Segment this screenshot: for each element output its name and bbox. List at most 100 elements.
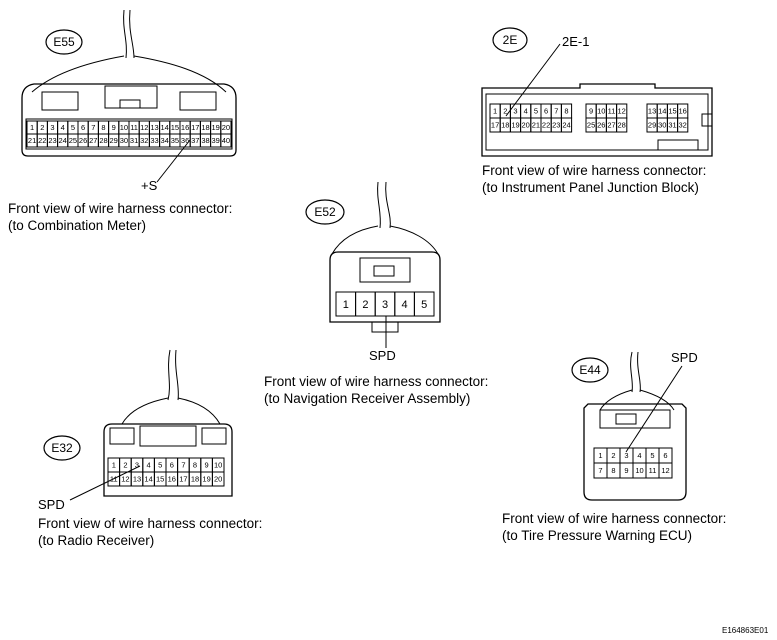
pin-number: 11 xyxy=(608,107,616,116)
e32-leader-line xyxy=(69,465,141,501)
e52-wire xyxy=(377,181,381,229)
e52-caption-line1: Front view of wire harness connector: xyxy=(264,374,489,389)
e52-wire xyxy=(385,181,391,229)
pin-cell xyxy=(616,117,628,133)
pin-number: 18 xyxy=(191,475,199,484)
pin-number: 15 xyxy=(171,123,179,132)
pin-cell xyxy=(413,291,435,317)
pin-number: 13 xyxy=(133,475,141,484)
pin-number: 16 xyxy=(181,123,189,132)
e52-wire xyxy=(331,225,379,255)
pin-number: 5 xyxy=(534,107,538,116)
figure-code: E164863E01 xyxy=(722,626,769,635)
pin-number: 27 xyxy=(89,136,97,145)
pin-number: 15 xyxy=(668,107,676,116)
e55-id-bubble xyxy=(45,29,83,55)
pin-number: 24 xyxy=(59,136,67,145)
2e-callout-label: 2E-1 xyxy=(562,34,590,49)
pin-number: 33 xyxy=(150,136,158,145)
pin-number: 32 xyxy=(140,136,148,145)
pin-number: 10 xyxy=(120,123,128,132)
e44-lock-tab xyxy=(615,413,637,425)
pin-number: 19 xyxy=(212,123,220,132)
e32-wire xyxy=(177,397,221,425)
pin-number: 32 xyxy=(679,121,687,130)
e44-id: E44 xyxy=(579,363,601,377)
pin-number: 9 xyxy=(205,461,209,470)
e55-terminal-label: +S xyxy=(141,178,158,193)
pin-number: 17 xyxy=(191,123,199,132)
pin-number: 14 xyxy=(161,123,169,132)
pin-number: 9 xyxy=(589,107,593,116)
2e-caption-line1: Front view of wire harness connector: xyxy=(482,163,707,178)
2e-id-bubble xyxy=(492,27,528,53)
pin-number: 12 xyxy=(121,475,129,484)
pin-number: 4 xyxy=(524,107,528,116)
pin-number: 25 xyxy=(587,121,595,130)
pin-number: 26 xyxy=(597,121,605,130)
e32-housing xyxy=(103,423,233,497)
e32-id-bubble xyxy=(43,435,81,461)
pin-number: 2 xyxy=(123,461,127,470)
pin-number: 36 xyxy=(181,136,189,145)
pin-number: 20 xyxy=(522,121,530,130)
pin-number: 23 xyxy=(48,136,56,145)
e44-id-bubble xyxy=(571,357,609,383)
pin-number: 6 xyxy=(544,107,548,116)
pin-number: 19 xyxy=(202,475,210,484)
pin-number: 12 xyxy=(140,123,148,132)
pin-number: 15 xyxy=(156,475,164,484)
pin-number: 5 xyxy=(71,123,75,132)
pin-number: 4 xyxy=(637,451,641,460)
e44-caption-line1: Front view of wire harness connector: xyxy=(502,511,727,526)
2e-leader-line xyxy=(505,43,561,117)
pin-number: 1 xyxy=(598,451,602,460)
pin-number: 30 xyxy=(658,121,666,130)
pin-number: 16 xyxy=(168,475,176,484)
pin-number: 8 xyxy=(564,107,568,116)
2e-housing xyxy=(481,83,713,157)
e44-wire xyxy=(639,389,675,411)
pin-number: 27 xyxy=(607,121,615,130)
e55-housing xyxy=(21,83,237,157)
e32-wire xyxy=(175,349,179,401)
pin-number: 12 xyxy=(618,107,626,116)
pin-number: 40 xyxy=(222,136,230,145)
e52-id-bubble xyxy=(305,199,345,225)
e32-caption-line2: (to Radio Receiver) xyxy=(38,533,155,548)
e52-housing xyxy=(329,251,441,323)
pin-number: 20 xyxy=(214,475,222,484)
2e-caption-line2: (to Instrument Panel Junction Block) xyxy=(482,180,699,195)
pin-number: 3 xyxy=(50,123,54,132)
pin-number: 14 xyxy=(658,107,666,116)
pin-number: 4 xyxy=(402,299,408,311)
pin-number: 38 xyxy=(201,136,209,145)
pin-number: 29 xyxy=(110,136,118,145)
pin-number: 21 xyxy=(532,121,540,130)
pin-number: 9 xyxy=(624,466,628,475)
e44-terminal-label: SPD xyxy=(671,350,698,365)
pin-number: 2 xyxy=(503,107,507,116)
e55-id: E55 xyxy=(53,35,75,49)
pin-number: 22 xyxy=(542,121,550,130)
pin-number: 6 xyxy=(663,451,667,460)
pin-number: 7 xyxy=(554,107,558,116)
pin-number: 19 xyxy=(511,121,519,130)
pin-number: 6 xyxy=(81,123,85,132)
pin-number: 8 xyxy=(611,466,615,475)
pin-number: 4 xyxy=(147,461,151,470)
pin-number: 22 xyxy=(38,136,46,145)
e55-wire xyxy=(129,9,135,59)
2e-inner xyxy=(485,93,709,151)
pin-number: 6 xyxy=(170,461,174,470)
pin-number: 2 xyxy=(40,123,44,132)
pin-number: 35 xyxy=(171,136,179,145)
pin-number: 26 xyxy=(79,136,87,145)
